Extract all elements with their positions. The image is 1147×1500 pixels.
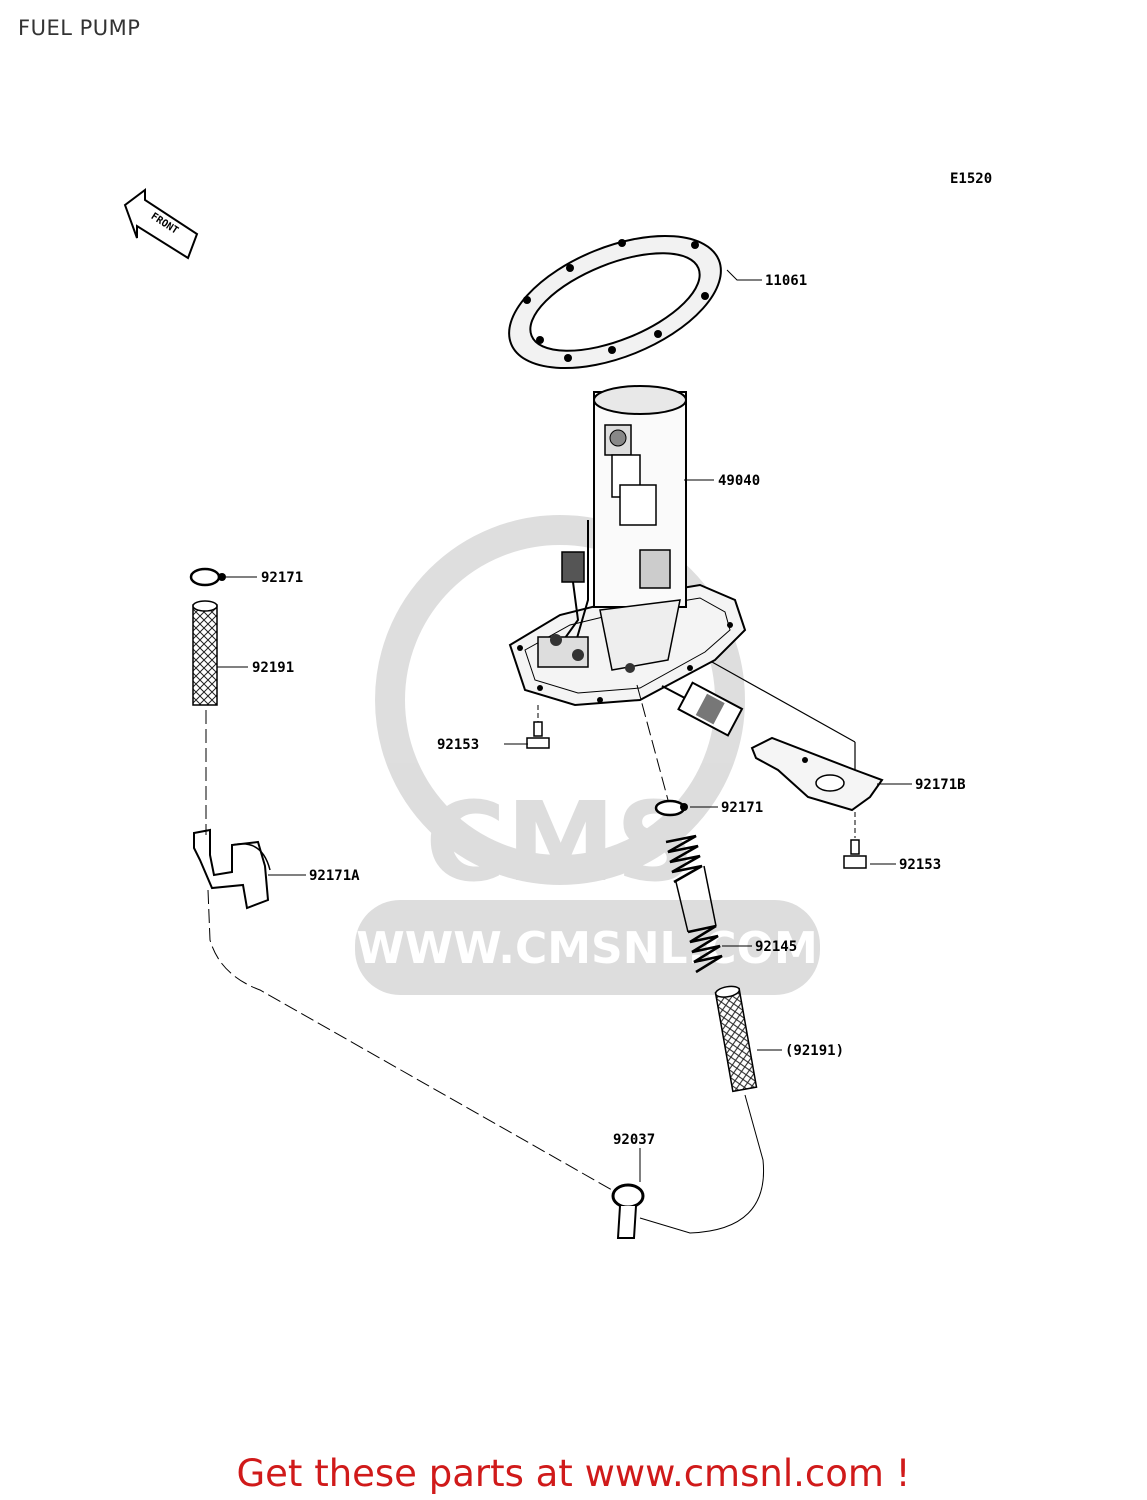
clamp-92171a: [193, 828, 271, 910]
hose-92191-bottom: [714, 985, 758, 1093]
callout-11061: 11061: [765, 273, 807, 289]
callout-92171-top: 92171: [261, 570, 303, 586]
routing-lines: [205, 684, 765, 1234]
fitting-92037: [611, 1183, 645, 1239]
cms-watermark: CMS WWW.CMSNL.COM: [355, 515, 820, 995]
callout-92145: 92145: [755, 939, 797, 955]
callout-92191-top: 92191: [252, 660, 294, 676]
fuel-pump-assembly-49040: [508, 385, 747, 737]
clamp-92171-top: [189, 567, 226, 587]
bolt-92153-left: [526, 705, 550, 749]
clamp-92171-mid: [654, 799, 688, 817]
front-arrow-icon: FRONT: [123, 188, 199, 260]
callout-92191-bottom: (92191): [785, 1043, 844, 1059]
page-title: FUEL PUMP: [18, 16, 141, 40]
watermark-url: WWW.CMSNL.COM: [356, 923, 818, 974]
leader-lines: [217, 269, 912, 1182]
hose-92191-top: [192, 600, 218, 706]
bracket-92171b: [750, 736, 884, 812]
footer-cta-link[interactable]: Get these parts at www.cmsnl.com !: [236, 1452, 911, 1495]
callout-92153-left: 92153: [437, 737, 479, 753]
bolt-92153-right: [843, 812, 867, 869]
callout-92171a: 92171A: [309, 868, 360, 884]
diagram-code: E1520: [950, 171, 992, 187]
watermark-brand: CMS: [425, 778, 694, 906]
gasket-11061: [508, 234, 722, 370]
callout-92171-mid: 92171: [721, 800, 763, 816]
callout-92037: 92037: [613, 1132, 655, 1148]
callout-92171b: 92171B: [915, 777, 966, 793]
callout-92153-right: 92153: [899, 857, 941, 873]
callout-49040: 49040: [718, 473, 760, 489]
spring-92145: [665, 834, 723, 974]
